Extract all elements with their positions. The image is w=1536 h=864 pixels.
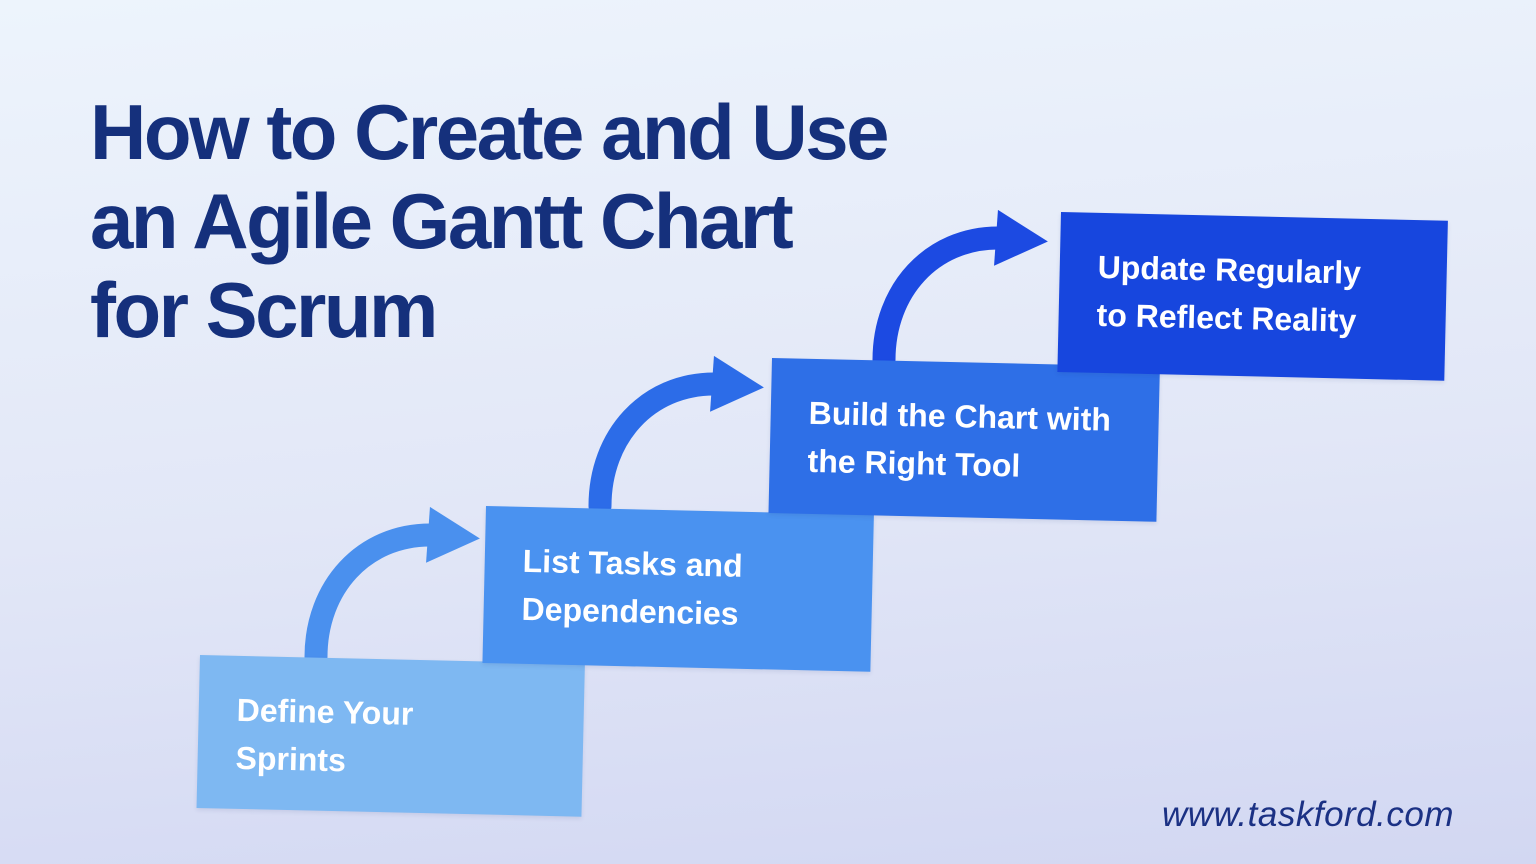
website-url: www.taskford.com [1162, 795, 1454, 834]
arrow-3-head [994, 209, 1048, 266]
arrow-1-shaft [304, 523, 442, 669]
arrow-1-head [426, 506, 480, 563]
step-4-label-line-2: to Reflect Reality [1096, 296, 1357, 339]
step-1-label-line-1: Define Your [236, 691, 414, 732]
page-title-line-3: for Scrum [90, 266, 438, 354]
curved-arrow-icon-1 [304, 506, 480, 669]
step-box-update-regularly: Update Regularly to Reflect Reality [1057, 212, 1448, 381]
step-box-build-chart: Build the Chart with the Right Tool [768, 358, 1160, 522]
page-title-line-2: an Agile Gantt Chart [90, 177, 794, 265]
page-title: How to Create and Use an Agile Gantt Cha… [90, 88, 890, 355]
arrow-2-head [710, 355, 764, 412]
step-box-list-tasks: List Tasks and Dependencies [482, 506, 874, 672]
step-box-define-sprints: Define Your Sprints [196, 655, 585, 817]
step-2-label-line-2: Dependencies [521, 590, 739, 632]
step-1-label-line-2: Sprints [235, 739, 347, 779]
page-title-line-1: How to Create and Use [90, 88, 890, 176]
arrow-3-shaft [872, 226, 1010, 372]
step-3-label-line-2: the Right Tool [807, 442, 1021, 484]
curved-arrow-icon-3 [872, 209, 1048, 372]
step-3-label-line-1: Build the Chart with [808, 394, 1112, 438]
step-2-label-line-1: List Tasks and [522, 542, 744, 584]
curved-arrow-icon-2 [588, 355, 764, 518]
arrow-2-shaft [588, 372, 726, 518]
step-4-label-line-1: Update Regularly [1097, 248, 1362, 291]
